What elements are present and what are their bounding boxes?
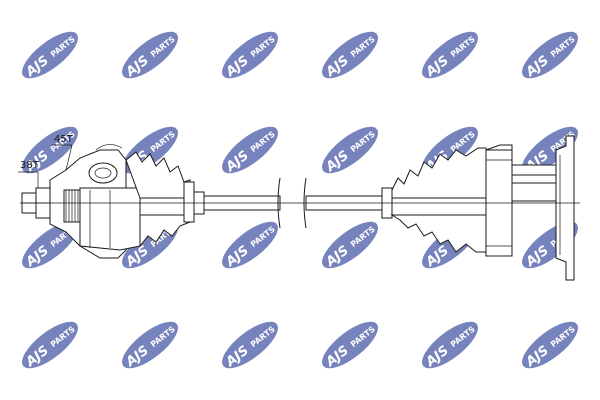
inner-teeth-label: 38T	[20, 160, 40, 171]
right-boot	[390, 147, 487, 253]
left-cv-joint	[21, 144, 141, 259]
tooth-labels: 45T 38T	[18, 134, 74, 188]
left-boot	[125, 151, 195, 248]
outer-teeth-label: 45T	[54, 134, 74, 145]
